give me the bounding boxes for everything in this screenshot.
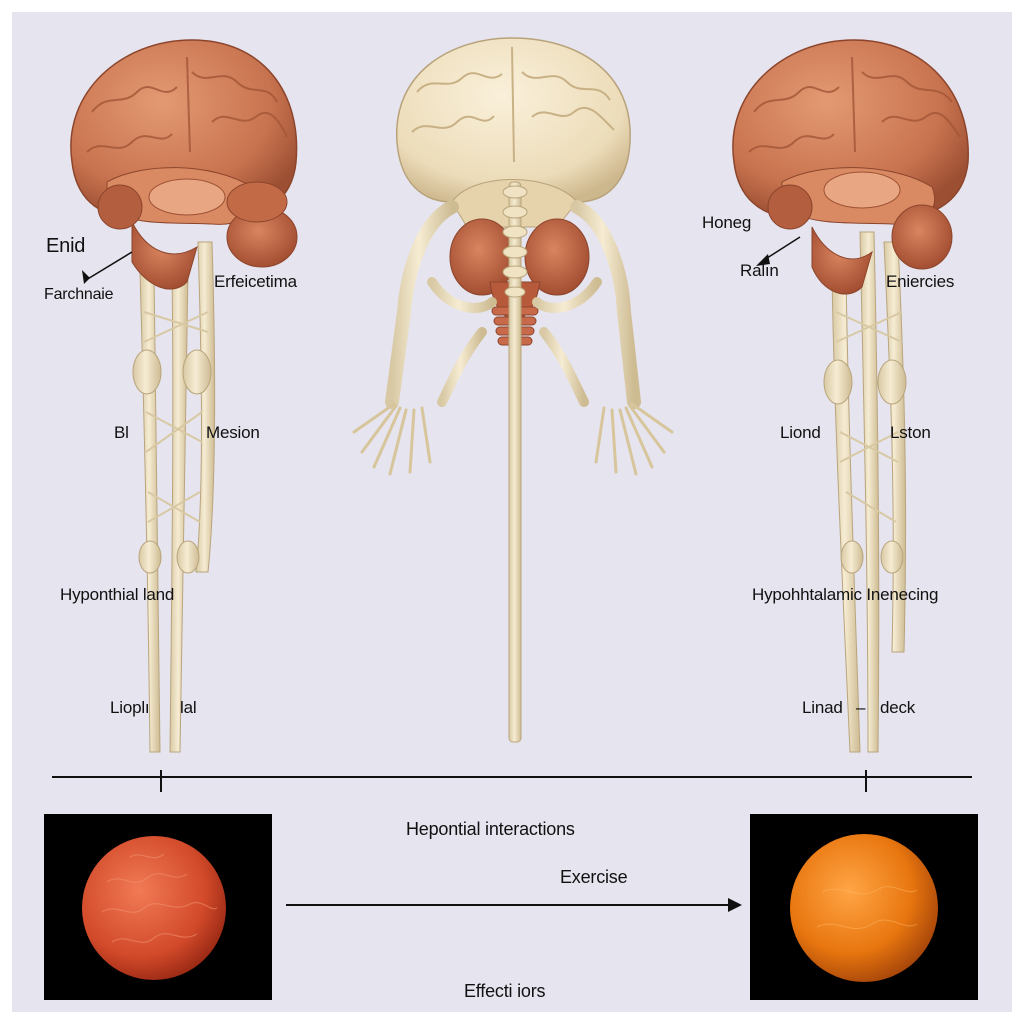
center-figure [352, 37, 674, 743]
diagram-canvas: Enid Farchnaie Erfeicetima Bl Mesion Hyp… [12, 12, 1012, 1012]
label-deck: deck [880, 698, 916, 717]
label-hyponthial-land: Hyponthial land [60, 585, 175, 604]
left-sphere [82, 836, 226, 980]
label-mesion: Mesion [206, 423, 260, 442]
label-farchnaie: Farchnaie [44, 286, 114, 303]
right-pointer-line [763, 236, 801, 261]
left-pointer-line [85, 251, 133, 281]
label-ralin: Ralın [740, 261, 779, 280]
label-liopl: Lioplı [110, 698, 150, 717]
label-erfeicetima: Erfeicetima [214, 272, 297, 291]
center-spine [508, 181, 522, 743]
label-hypohthalamic-inenecing: Hypohhtalamic Inenecing [752, 585, 939, 604]
left-leg-bones [132, 241, 216, 753]
timeline [52, 770, 972, 792]
right-hand [594, 402, 674, 476]
right-sphere [790, 834, 938, 982]
right-leg-bones [823, 231, 907, 753]
right-figure [732, 39, 969, 753]
heading-hepontial-interactions: Hepontial interactions [406, 819, 575, 839]
label-enid: Enid [46, 235, 86, 257]
label-liond: Liond [780, 423, 821, 442]
label-lston: Lston [890, 423, 931, 442]
left-figure [70, 39, 298, 753]
label-bl: Bl [114, 423, 129, 442]
label-exercise: Exercise [560, 867, 628, 887]
label-honeg: Honeg [702, 213, 752, 232]
label-lal: lal [180, 698, 197, 717]
anatomy-illustration [44, 37, 978, 1000]
left-hand [352, 402, 432, 476]
label-eniercies: Eniercies [886, 272, 955, 291]
label-linad: Linad [802, 698, 843, 717]
label-effecti-iors: Effecti iors [464, 981, 546, 1001]
label-dash-mark: – [856, 698, 866, 717]
